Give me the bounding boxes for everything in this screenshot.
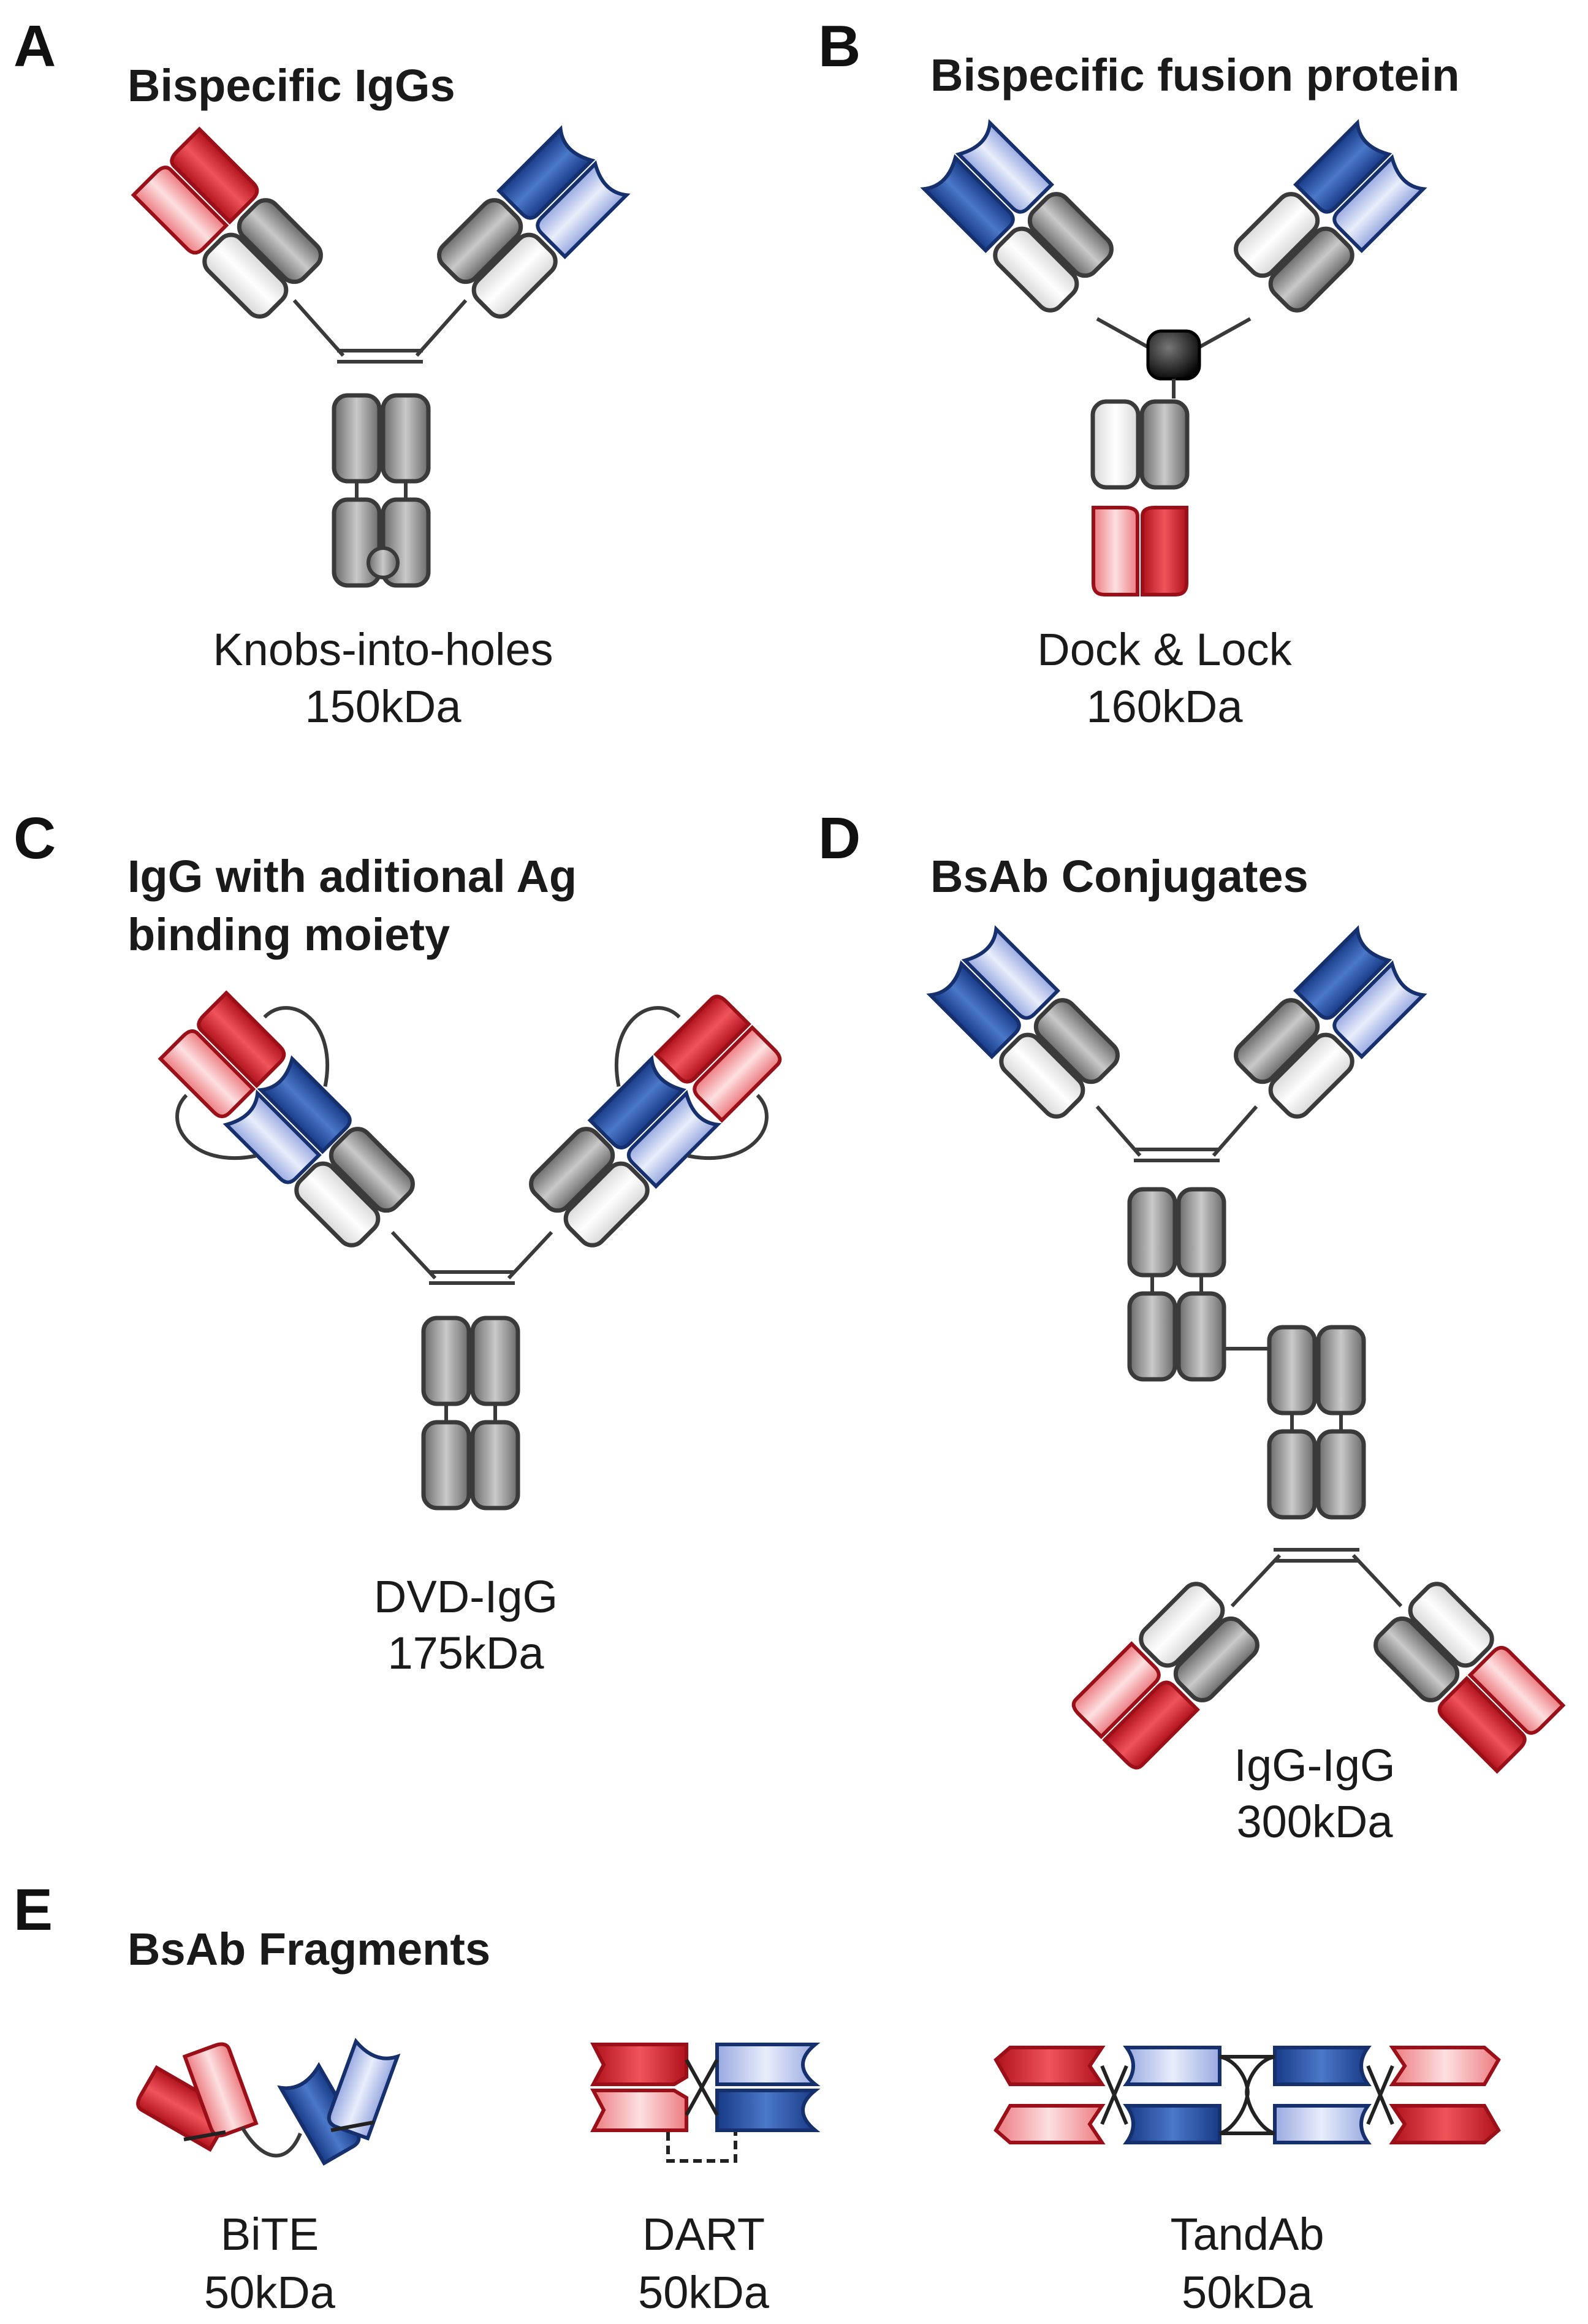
dock-and-lock-diagram: [924, 123, 1424, 595]
molecular-weight-d: 300kDa: [1236, 1796, 1393, 1847]
panel-letter-e: E: [13, 1877, 53, 1943]
format-name-a: Knobs-into-holes: [213, 624, 553, 675]
panel-letter-d: D: [818, 806, 860, 871]
format-name-bite: BiTE: [221, 2209, 319, 2260]
panel-letter-b: B: [818, 13, 860, 79]
panel-title-b: Bispecific fusion protein: [930, 50, 1459, 101]
panel-title-e: BsAb Fragments: [127, 1924, 490, 1975]
molecular-weight-bite: 50kDa: [204, 2267, 336, 2318]
panel-letter-c: C: [13, 806, 56, 871]
panel-title-d: BsAb Conjugates: [930, 851, 1309, 902]
format-name-b: Dock & Lock: [1037, 624, 1292, 675]
tandab-fragment-diagram: [993, 2046, 1501, 2144]
format-name-tandab: TandAb: [1171, 2209, 1324, 2260]
molecular-weight-dart: 50kDa: [638, 2267, 770, 2318]
bite-fragment-diagram: [135, 2041, 398, 2163]
dock-lock-domain: [1146, 329, 1201, 381]
panel-title-c-line2: binding moiety: [127, 909, 450, 960]
format-name-dart: DART: [642, 2209, 765, 2260]
knobs-into-holes-igg-diagram: [133, 129, 627, 585]
dart-fragment-diagram: [590, 2043, 821, 2163]
molecular-weight-c: 175kDa: [387, 1628, 544, 1678]
igg-igg-conjugate-diagram: [930, 929, 1563, 1772]
molecular-weight-b: 160kDa: [1086, 681, 1243, 732]
molecular-weight-tandab: 50kDa: [1182, 2267, 1313, 2318]
dvd-igg-diagram: [133, 964, 811, 1508]
panel-title-a: Bispecific IgGs: [127, 60, 455, 111]
panel-letter-a: A: [13, 13, 56, 79]
format-name-c: DVD-IgG: [374, 1571, 558, 1622]
panel-title-c-line1: IgG with aditional Ag: [127, 851, 577, 902]
molecular-weight-a: 150kDa: [305, 681, 462, 732]
format-name-d: IgG-IgG: [1234, 1740, 1395, 1791]
